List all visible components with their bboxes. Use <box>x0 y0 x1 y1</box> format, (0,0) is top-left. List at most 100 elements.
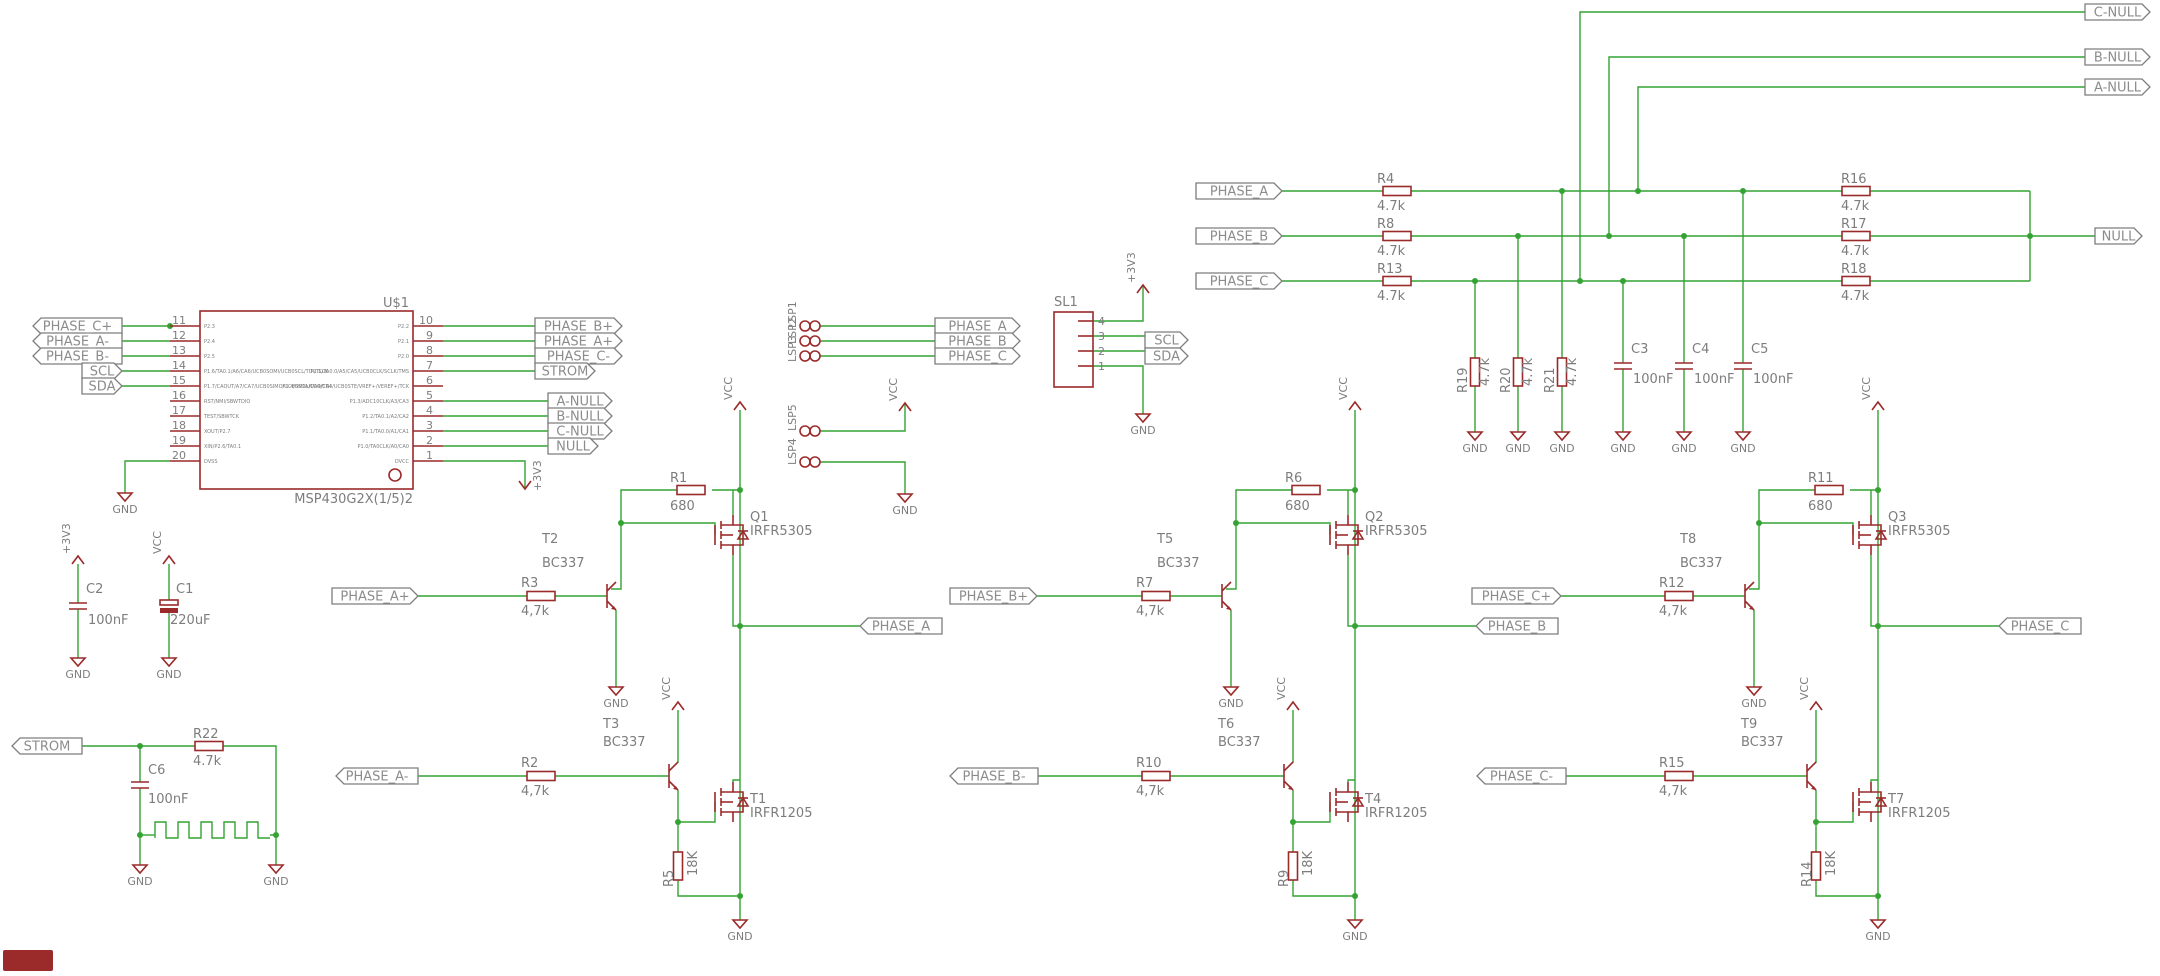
net-label-text: PHASE_C+ <box>1482 590 1551 605</box>
mcu-pin-function: RST/NMI/SBWTDIO <box>204 399 250 405</box>
wire <box>1637 86 2085 191</box>
wire <box>732 779 740 782</box>
wire <box>820 461 906 494</box>
mosfet-diode <box>1351 529 1365 540</box>
ground-symbol <box>1553 431 1571 442</box>
mcu-pin-number: 8 <box>426 344 433 357</box>
resistor-name: R13 <box>1377 262 1403 277</box>
net-label-text: PHASE_B <box>1488 620 1546 635</box>
net-label-text: NULL <box>2102 230 2136 245</box>
solder-pad <box>799 320 811 332</box>
resistor-name: R20 <box>1499 367 1514 393</box>
cap-name: C1 <box>176 582 193 597</box>
wire <box>223 745 277 832</box>
gnd-label: GND <box>727 930 752 943</box>
sl1-pin-number: 4 <box>1098 315 1105 328</box>
ground-symbol <box>1466 431 1484 442</box>
series-resistor <box>1382 230 1412 242</box>
wire <box>1235 489 1292 523</box>
mcu-pin-number: 18 <box>172 419 186 432</box>
solder-pad <box>809 335 821 347</box>
transistor-collector <box>606 581 617 592</box>
wire <box>1226 523 1237 590</box>
mcu-net-label <box>547 437 599 455</box>
solder-pad <box>799 350 811 362</box>
bridge-output-label <box>859 617 943 635</box>
mosfet-diode-wire <box>1348 791 1359 813</box>
bridge-input-label <box>331 587 419 605</box>
mosfet-diode-wire <box>1348 524 1359 546</box>
wire <box>1815 880 1878 897</box>
ground-symbol <box>69 657 87 668</box>
net-label-text: PHASE_B+ <box>959 590 1028 605</box>
gnd-label: GND <box>1730 442 1755 455</box>
resistor-value: 4.7k <box>1377 244 1406 259</box>
mosfet-value: IRFR5305 <box>1365 524 1427 539</box>
series-resistor <box>1382 185 1412 197</box>
mcu-net-label <box>534 362 596 380</box>
resistor-value: 680 <box>670 499 695 514</box>
resistor-value: 4.7k <box>1565 357 1580 386</box>
net-label-text: SDA <box>1153 350 1180 365</box>
base-resistor <box>1141 590 1171 602</box>
ground-symbol <box>1134 413 1152 424</box>
net-label-text: PHASE_C+ <box>43 320 112 335</box>
solder-pad <box>799 456 811 468</box>
net-label-text: PHASE_B <box>1210 230 1268 245</box>
gnd-label: GND <box>1610 442 1635 455</box>
mcu-pin-function: P2.5 <box>204 354 215 360</box>
resistor-name: R19 <box>1456 367 1471 393</box>
gnd-label: GND <box>65 668 90 681</box>
mcu-pin-number: 19 <box>172 434 186 447</box>
mcu-pin-function: TEST/SBWTCK <box>203 414 240 420</box>
mcu-net-label <box>547 407 613 425</box>
supply-arrow-up <box>733 400 747 411</box>
transistor-arrow <box>673 786 678 790</box>
ground-symbol <box>1869 919 1887 930</box>
transistor-value: BC337 <box>1218 735 1261 750</box>
supply-arrow-down <box>518 480 532 491</box>
supply-arrow-up <box>671 700 685 711</box>
cap-name: C5 <box>1751 342 1768 357</box>
wire <box>1293 802 1331 823</box>
mcu-pin-function: P1.2/TA0.1/A2/CA2 <box>362 414 409 420</box>
mcu-pin-function: P1.0/TA0CLK/A0/CA0 <box>357 444 409 450</box>
transistor-name: T3 <box>602 717 619 732</box>
wires-layer <box>77 11 2095 920</box>
mcu-pin-number: 9 <box>426 329 433 342</box>
supply-arrow-up <box>1871 400 1885 411</box>
mcu-net-label <box>534 317 623 335</box>
mosfet-diode <box>1874 796 1888 807</box>
wire <box>1759 522 1854 535</box>
ground-symbol <box>896 493 914 504</box>
ground-symbol <box>731 919 749 930</box>
mcu-pin-number: 10 <box>419 314 433 327</box>
resistor-value: 4.7k <box>193 754 222 769</box>
sl1-body <box>1053 311 1094 388</box>
mosfet-value: IRFR1205 <box>1888 806 1950 821</box>
mcu-pin-number: 7 <box>426 359 433 372</box>
resistor-name: R14 <box>1800 861 1815 887</box>
transistor-value: BC337 <box>1157 556 1200 571</box>
ground-symbol <box>1734 431 1752 442</box>
pwm-waveform <box>154 821 270 839</box>
cap-value: 100nF <box>148 792 189 807</box>
resistor-name: R11 <box>1808 471 1834 486</box>
mosfet-source <box>1336 811 1349 822</box>
wire <box>677 880 740 897</box>
transistor-name: T2 <box>541 532 558 547</box>
mcu-pin-function: DVCC <box>395 459 410 465</box>
net-label-text: PHASE_A+ <box>544 335 613 350</box>
supply-label: +3V3 <box>1125 252 1138 283</box>
net-label-text: STROM <box>24 740 71 755</box>
solder-pad <box>809 320 821 332</box>
mosfet-drain <box>1859 515 1872 526</box>
pad-name: LSP2 <box>786 317 799 344</box>
net-label-text: PHASE_A+ <box>340 590 409 605</box>
junction-dot <box>1577 278 1583 284</box>
pad-name: LSP4 <box>786 438 799 465</box>
mcu-net-label <box>534 347 623 365</box>
transistor-value: BC337 <box>1741 735 1784 750</box>
transistor-name: T9 <box>1740 717 1757 732</box>
supply-arrow-up <box>162 554 176 565</box>
